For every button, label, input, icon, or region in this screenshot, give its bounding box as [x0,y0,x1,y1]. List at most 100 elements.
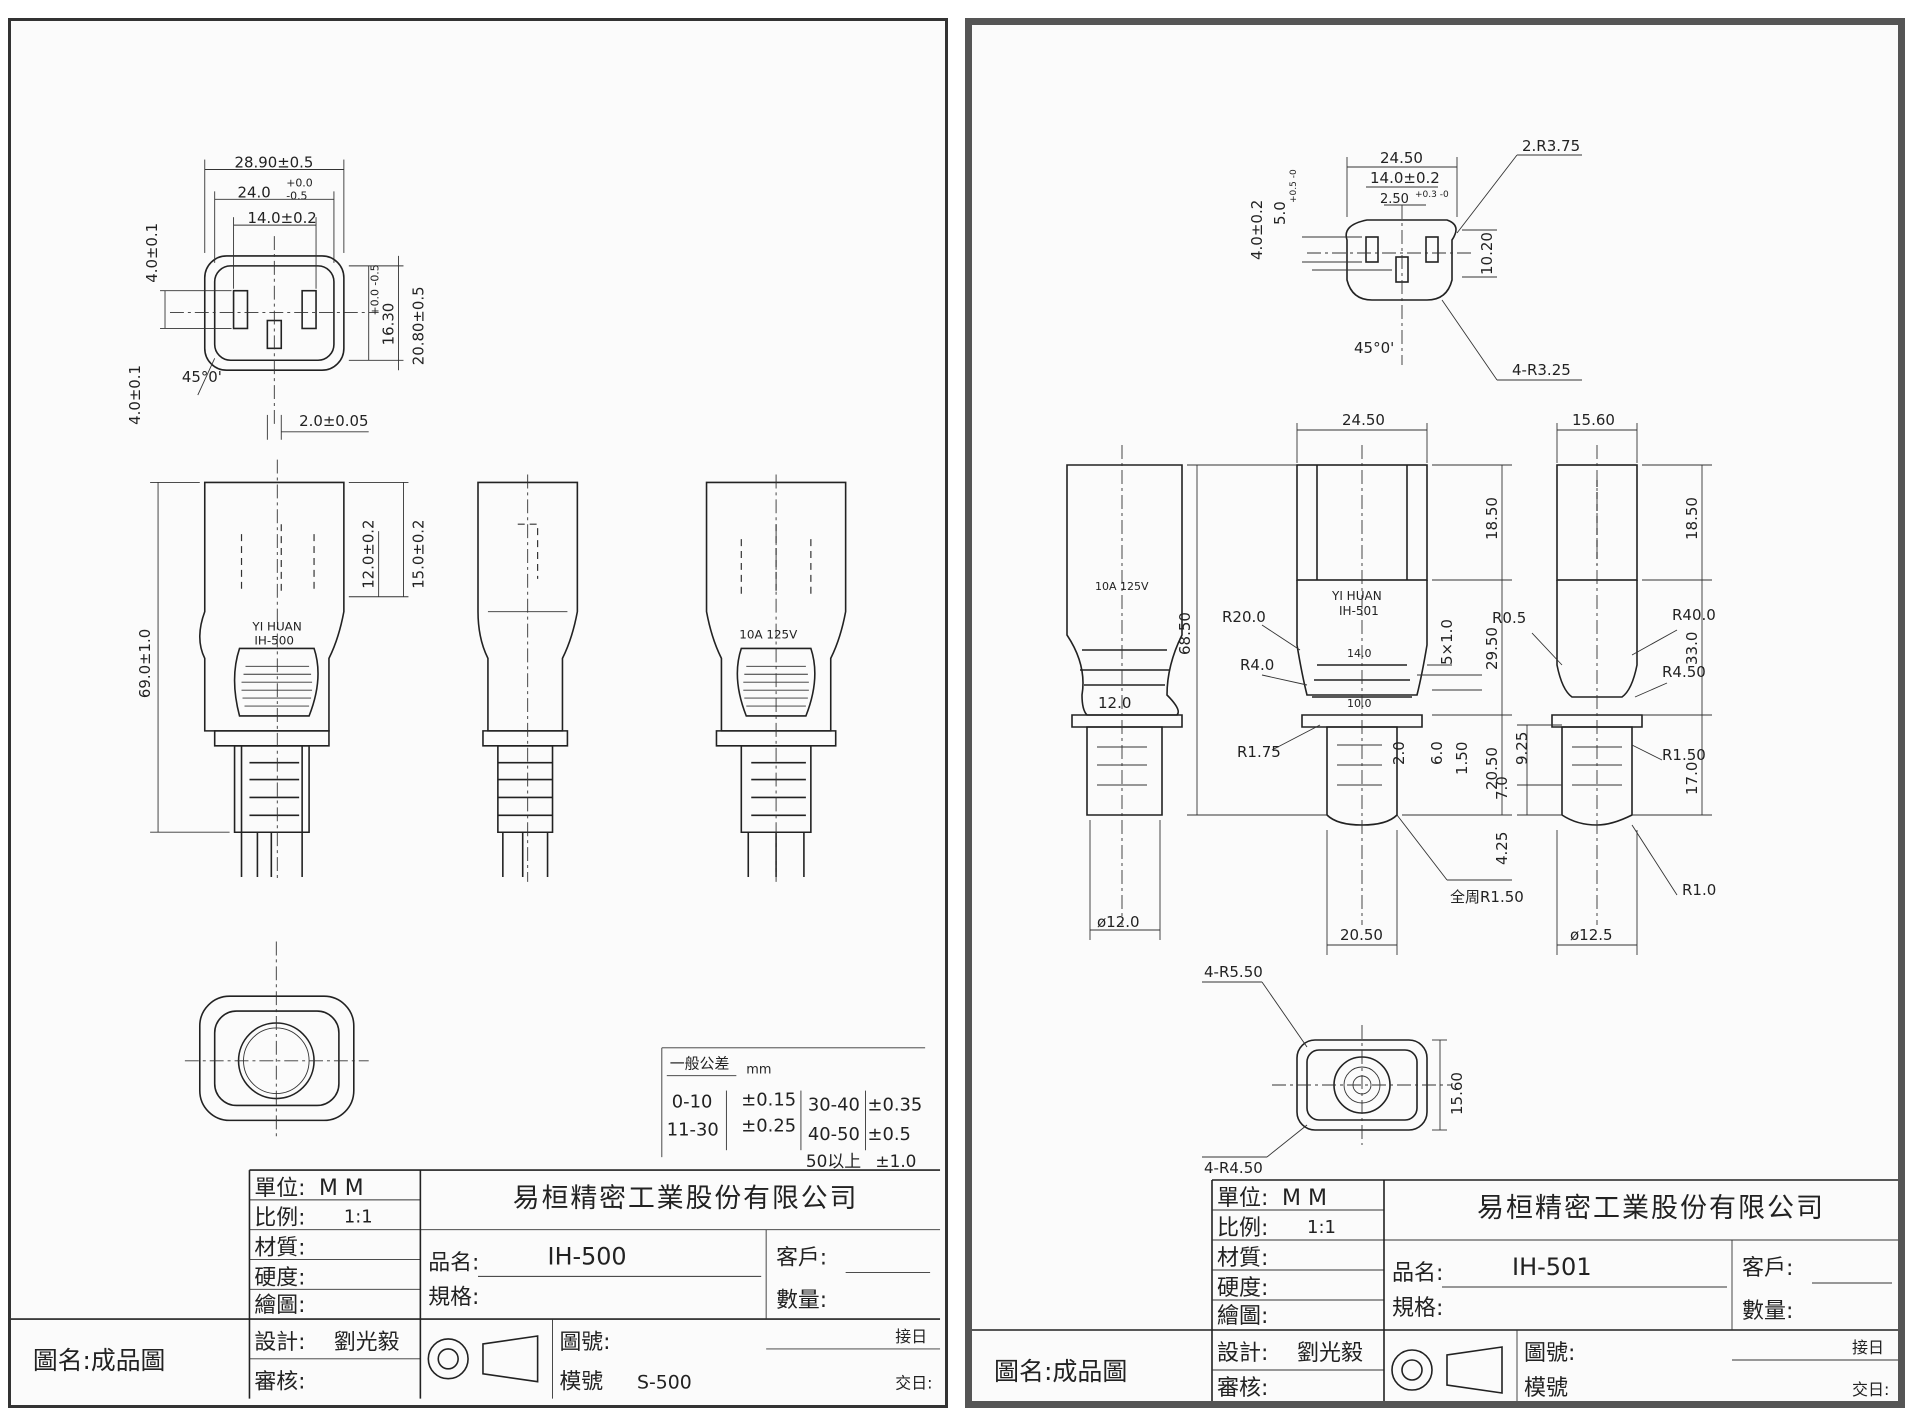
dim-total-width: 28.90±0.5 [235,154,314,172]
title-block: 單位: M M 比例: 1:1 材質: 硬度: 繪圖: 設計: 劉光毅 審核: … [972,1179,1898,1401]
dim-side-width: 24.50 [1342,411,1385,429]
dim-height-33: 33.0 [1683,632,1701,665]
rear-view [184,941,369,1141]
dim-width-20-5: 20.50 [1340,926,1383,944]
radius-0-5: R0.5 [1492,609,1526,627]
radius-bottom: 4-R3.25 [1512,361,1571,379]
dim-height-b-tol: +0.5 -0 [1289,169,1299,203]
unit-label: 單位: [1217,1186,1268,1211]
dim-angle: 45°0' [1354,339,1394,357]
tol-range-3: 30-40 [808,1094,860,1115]
drawing-name: 圖名:成品圖 [994,1357,1127,1386]
dim-inner-width-tol-up: +0.0 [286,176,313,189]
receive-date-label: 接日 [1852,1338,1884,1357]
receive-date-label: 接日 [895,1327,927,1346]
product-label: 品名: [1392,1261,1443,1286]
face-view: 24.50 14.0±0.2 2.50 +0.3 -0 2.R3.75 4.0±… [1248,137,1582,381]
mold-number: S-500 [637,1372,692,1394]
unit-value: M M [1282,1186,1327,1211]
spec-label: 規格: [428,1285,479,1310]
tol-value-3: ±0.35 [867,1094,922,1115]
dim-diameter-12-5: ø12.5 [1570,926,1613,944]
product-name: IH-500 [548,1242,627,1270]
dim-pin-width-tol: +0.3 -0 [1415,190,1449,200]
dim-height-18-5: 18.50 [1683,497,1701,540]
dim-1-5: 1.50 [1453,742,1471,775]
rear-radius-2: 4-R4.50 [1204,1159,1263,1177]
dim-height-c: 10.20 [1478,232,1496,275]
drawing-ih-501: 24.50 14.0±0.2 2.50 +0.3 -0 2.R3.75 4.0±… [972,137,1898,1401]
side-view-right: 15.60 18.50 33.0 17.0 9.25 7.0 4.25 R0.5… [1492,411,1716,955]
marking-model: IH-500 [254,633,294,647]
drawing-name: 圖名:成品圖 [33,1346,166,1375]
dim-pin-length: 18.50 [1483,497,1501,540]
marking-brand: YI HUAN [251,620,301,634]
drawing-sheet-ih-501: 24.50 14.0±0.2 2.50 +0.3 -0 2.R3.75 4.0±… [965,18,1905,1408]
material-label: 材質: [1217,1246,1268,1271]
dim-total-width: 24.50 [1380,149,1423,167]
dim-pin-height: 4.0±0.1 [143,223,161,283]
face-view: 28.90±0.5 24.0 +0.0 -0.5 14.0±0.2 4.0±0.… [126,154,427,440]
dim-body-length: 29.50 [1483,627,1501,670]
dim-width-14: 14.0 [1347,647,1372,660]
radius-1-75: R1.75 [1237,743,1281,761]
review-label: 審核: [1217,1376,1268,1401]
back-view: 10A 125V [705,474,847,882]
dim-height-a: 4.0±0.2 [1248,200,1266,260]
marking-brand: YI HUAN [1331,589,1382,603]
hardness-label: 硬度: [254,1265,305,1290]
product-name: IH-501 [1512,1253,1592,1281]
dim-tail-length: 20.50 [1483,747,1501,790]
mold-label: 模號 [559,1370,603,1395]
rear-view: 4-R5.50 4-R4.50 15.60 [1202,963,1466,1177]
dim-height-17: 17.0 [1683,762,1701,795]
dim-height-7: 7.0 [1493,776,1511,800]
projection-symbol [427,1335,539,1383]
marking-model: IH-501 [1339,604,1379,618]
hardness-label: 硬度: [1217,1276,1268,1301]
drawing-sheet-ih-500: 28.90±0.5 24.0 +0.0 -0.5 14.0±0.2 4.0±0.… [8,18,948,1408]
scale-value: 1:1 [1307,1217,1336,1238]
dim-width-10: 10.0 [1347,697,1372,710]
title-block: 單位: M M 比例: 1:1 材質: 硬度: 繪圖: 設計: 劉光毅 審核: … [11,1169,941,1399]
front-view: YI HUAN IH-501 14.0 10.0 24.50 68.50 18.… [1176,411,1524,955]
dim-diameter-12: ø12.0 [1097,913,1140,931]
tol-value-5: ±1.0 [875,1151,916,1171]
drawing-no-label: 圖號: [1524,1341,1575,1366]
scale-value: 1:1 [344,1207,373,1228]
radius-1-5: R1.50 [1662,746,1706,764]
tol-range-5: 50以上 [806,1151,861,1171]
review-label: 審核: [254,1370,305,1395]
side-view [477,474,579,882]
marking-rating: 10A 125V [739,627,798,641]
company-name: 易桓精密工業股份有限公司 [1477,1193,1825,1224]
tolerance-unit: mm [746,1063,771,1078]
tol-range-4: 40-50 [808,1124,860,1145]
front-view: YI HUAN IH-500 69.0±1.0 12.0±0.2 15.0±0.… [136,459,427,882]
dim-height-4-25: 4.25 [1493,832,1511,865]
draw-label: 繪圖: [1217,1304,1268,1329]
dim-inner-width-tol-dn: -0.5 [286,189,307,202]
tolerance-title: 一般公差 [670,1055,730,1073]
designer: 劉光毅 [334,1330,400,1355]
rear-radius-1: 4-R5.50 [1204,963,1263,981]
draw-label: 繪圖: [254,1293,305,1318]
qty-label: 數量: [1742,1299,1793,1324]
dim-height-b: 5.0 [1271,201,1289,225]
dim-total-length: 69.0±1.0 [136,629,154,698]
qty-label: 數量: [776,1288,827,1313]
marking-rating: 10A 125V [1095,580,1149,593]
dim-inner-width: 24.0 [238,183,271,201]
radius-all-around: 全周R1.50 [1450,888,1524,906]
rear-height: 15.60 [1448,1072,1466,1115]
projection-symbol [1391,1346,1503,1394]
dim-pin-spacing: 14.0±0.2 [1370,169,1440,187]
customer-label: 客戶: [776,1245,827,1270]
dim-pin-width: 2.0±0.05 [299,412,368,430]
dim-total-length: 68.50 [1176,612,1194,655]
design-label: 設計: [1217,1341,1268,1366]
tol-value-1: ±0.15 [741,1089,796,1110]
radius-40: R40.0 [1672,606,1716,624]
company-name: 易桓精密工業股份有限公司 [513,1183,859,1214]
dim-2: 2.0 [1390,741,1408,765]
